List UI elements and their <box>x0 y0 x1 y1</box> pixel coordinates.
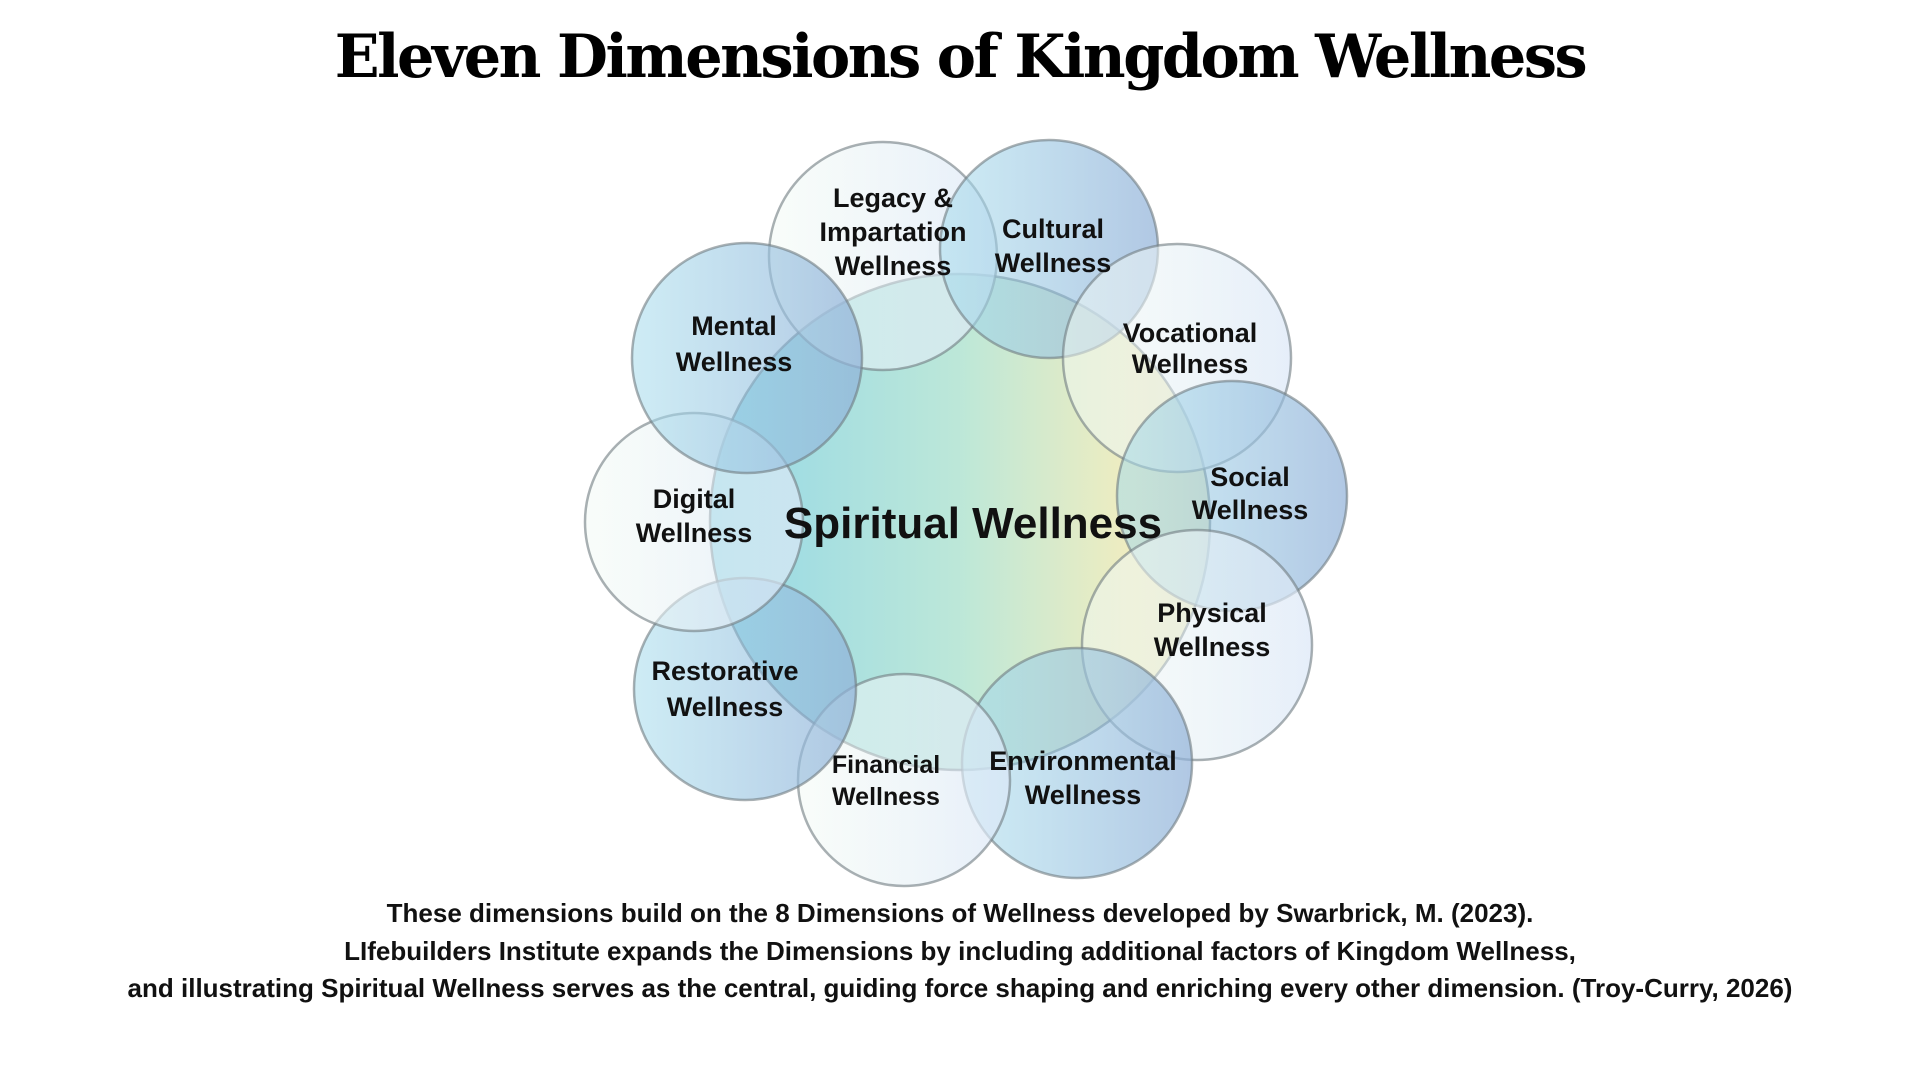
environmental-label-line: Wellness <box>1025 780 1142 810</box>
mental-label-line: Mental <box>691 311 777 341</box>
caption-line-1: These dimensions build on the 8 Dimensio… <box>386 898 1534 928</box>
spiritual-wellness-label: Spiritual Wellness <box>784 499 1162 548</box>
caption-line-3: and illustrating Spiritual Wellness serv… <box>127 973 1793 1003</box>
caption-line-2: LIfebuilders Institute expands the Dimen… <box>344 936 1576 966</box>
social-label-line: Wellness <box>1192 495 1309 525</box>
digital-label-line: Digital <box>653 484 736 514</box>
legacy-label-line: Wellness <box>835 251 952 281</box>
digital-label-line: Wellness <box>636 518 753 548</box>
social-label-line: Social <box>1210 462 1290 492</box>
vocational-label-line: Wellness <box>1132 349 1249 379</box>
cultural-label-line: Cultural <box>1002 214 1104 244</box>
financial-label-line: Wellness <box>832 783 940 811</box>
restorative-label-line: Wellness <box>667 692 784 722</box>
legacy-label-line: Impartation <box>819 217 966 247</box>
restorative-label-line: Restorative <box>651 656 798 686</box>
page-title: Eleven Dimensions of Kingdom Wellness <box>334 22 1588 92</box>
cultural-label-line: Wellness <box>995 248 1112 278</box>
financial-label-line: Financial <box>832 751 940 779</box>
legacy-label-line: Legacy & <box>833 183 953 213</box>
physical-label-line: Physical <box>1157 598 1267 628</box>
mental-wellness-circle <box>630 241 864 475</box>
physical-label-line: Wellness <box>1154 632 1271 662</box>
mental-label-line: Wellness <box>676 347 793 377</box>
vocational-label-line: Vocational <box>1123 318 1258 348</box>
environmental-label-line: Environmental <box>989 746 1177 776</box>
